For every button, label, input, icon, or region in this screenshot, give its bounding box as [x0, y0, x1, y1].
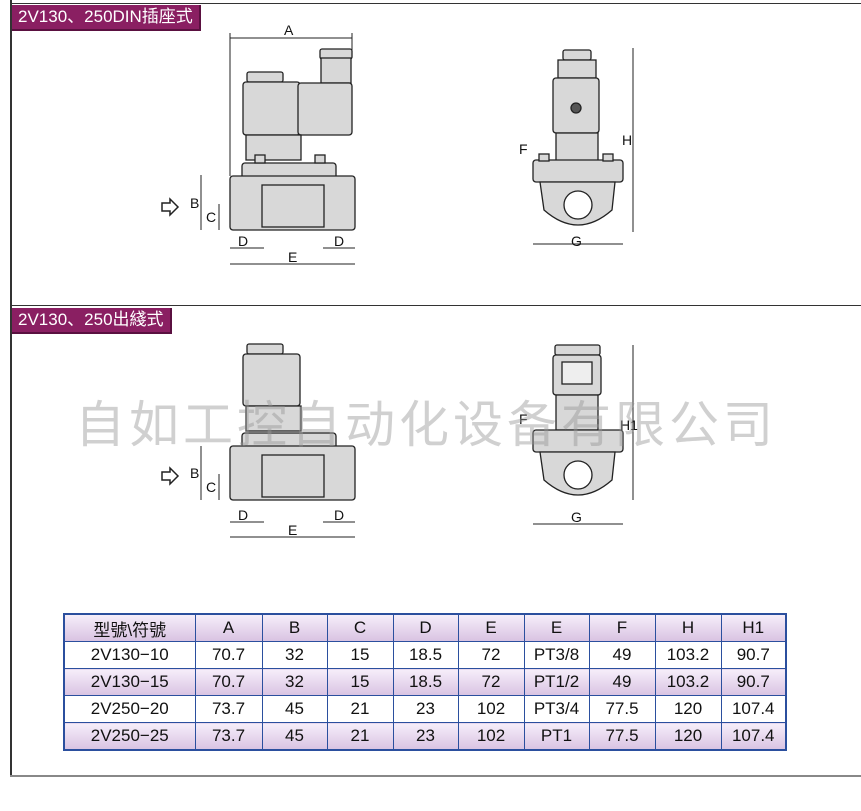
table-cell: 2V250−25 [63, 722, 196, 751]
dim-label-h1: H1 [620, 417, 638, 433]
divider [10, 305, 861, 306]
header-cell: F [588, 613, 656, 642]
section-title-din: 2V130、250DIN插座式 [12, 5, 201, 31]
valve-drawings: A E D D B C F G H E D D B C F G H1 [161, 22, 638, 538]
dim-label-g: G [571, 509, 582, 525]
table-cell: 45 [261, 695, 328, 723]
divider [10, 3, 861, 4]
table-cell: 90.7 [720, 668, 787, 696]
table-cell: 45 [261, 722, 328, 751]
dim-label-d: D [334, 233, 344, 249]
table-cell: PT1/2 [523, 668, 590, 696]
dim-label-b: B [190, 465, 199, 481]
watermark: 自如工控自动化设备有限公司 [75, 396, 777, 454]
table-cell: 2V130−15 [63, 668, 196, 696]
table-cell: 103.2 [654, 668, 722, 696]
header-cell: C [326, 613, 394, 642]
table-cell: PT1 [523, 722, 590, 751]
header-cell: B [261, 613, 328, 642]
header-cell: A [194, 613, 263, 642]
table-cell: 2V250−20 [63, 695, 196, 723]
section-title-lead: 2V130、250出綫式 [12, 308, 172, 334]
table-cell: PT3/8 [523, 641, 590, 669]
dim-label-d: D [238, 233, 248, 249]
table-header-row: 型號\符號 A B C D E E F H H1 [63, 613, 787, 642]
header-cell: E [523, 613, 590, 642]
valve-side-view-lead [229, 343, 356, 501]
bottom-divider [10, 775, 861, 777]
table-cell: 107.4 [720, 722, 787, 751]
dim-label-d: D [334, 507, 344, 523]
table-cell: 15 [326, 641, 394, 669]
table-cell: 90.7 [720, 641, 787, 669]
dim-label-c: C [206, 209, 216, 225]
table-cell: 70.7 [194, 668, 263, 696]
table-cell: 49 [588, 641, 656, 669]
valve-front-view-din [532, 49, 624, 226]
dim-label-e: E [288, 522, 297, 538]
table-cell: 15 [326, 668, 394, 696]
header-cell: H1 [720, 613, 787, 642]
header-cell: H [654, 613, 722, 642]
table-cell: 72 [457, 668, 525, 696]
table-cell: 2V130−10 [63, 641, 196, 669]
table-cell: 73.7 [194, 722, 263, 751]
table-cell: 32 [261, 641, 328, 669]
valve-front-view-lead [532, 344, 624, 496]
dim-label-g: G [571, 233, 582, 249]
table-cell: 21 [326, 722, 394, 751]
table-cell: 102 [457, 695, 525, 723]
table-cell: 23 [392, 722, 459, 751]
dim-label-c: C [206, 479, 216, 495]
table-cell: 103.2 [654, 641, 722, 669]
table-cell: 120 [654, 695, 722, 723]
dim-label-a: A [284, 22, 294, 38]
frame-border [10, 0, 12, 776]
table-cell: 102 [457, 722, 525, 751]
table-cell: 18.5 [392, 641, 459, 669]
dim-label-f: F [519, 141, 528, 157]
table-cell: 73.7 [194, 695, 263, 723]
dim-label-e: E [288, 249, 297, 265]
table-cell: 49 [588, 668, 656, 696]
header-cell: E [457, 613, 525, 642]
table-cell: 70.7 [194, 641, 263, 669]
valve-side-view-din [229, 48, 356, 231]
table-cell: PT3/4 [523, 695, 590, 723]
dim-label-f: F [519, 411, 528, 427]
dim-label-d: D [238, 507, 248, 523]
table-cell: 18.5 [392, 668, 459, 696]
table-cell: 32 [261, 668, 328, 696]
table-cell: 21 [326, 695, 394, 723]
table-cell: 72 [457, 641, 525, 669]
dim-label-h: H [622, 132, 632, 148]
dim-label-b: B [190, 195, 199, 211]
table-cell: 77.5 [588, 722, 656, 751]
header-cell: 型號\符號 [63, 613, 196, 642]
table-cell: 120 [654, 722, 722, 751]
table-cell: 77.5 [588, 695, 656, 723]
table-cell: 107.4 [720, 695, 787, 723]
table-cell: 23 [392, 695, 459, 723]
header-cell: D [392, 613, 459, 642]
